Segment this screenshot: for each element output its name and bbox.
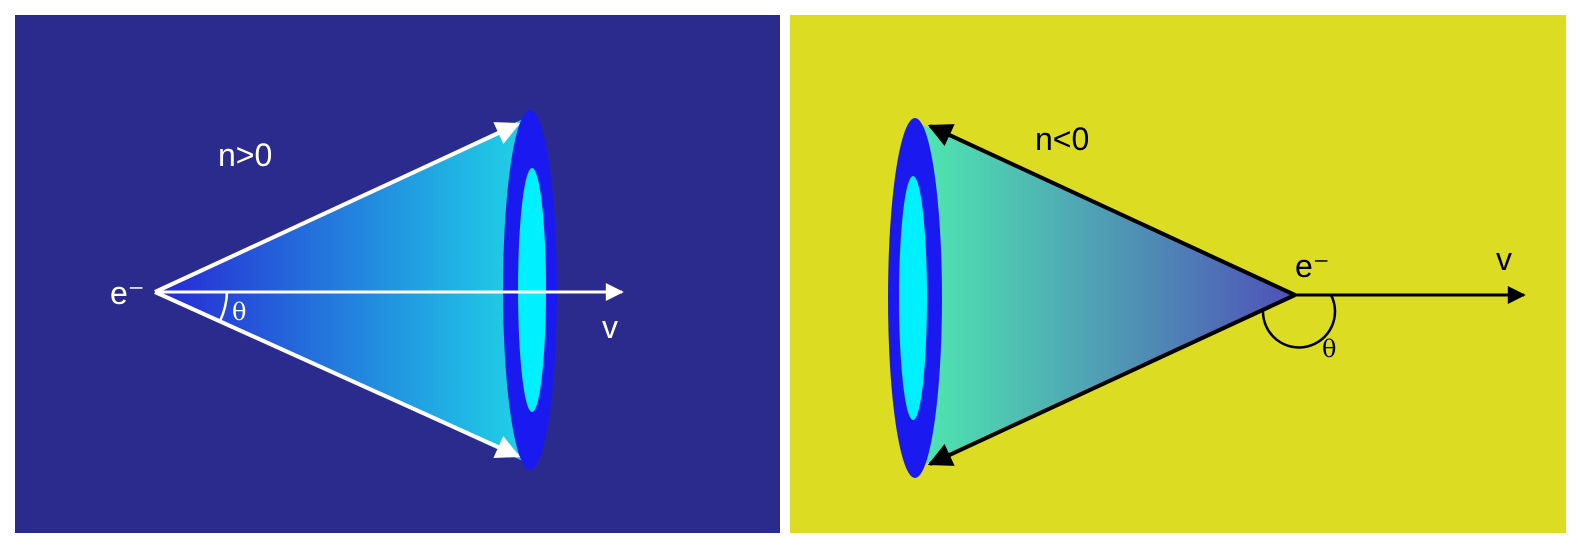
left-angle-label: θ bbox=[232, 298, 246, 326]
right-panel: n<0 e⁻ v θ bbox=[790, 15, 1566, 533]
left-velocity-label: v bbox=[602, 309, 618, 345]
left-angle-arc bbox=[218, 291, 229, 322]
right-cone bbox=[920, 124, 1295, 466]
left-index-label: n>0 bbox=[218, 137, 272, 173]
right-cone-lower-arrow bbox=[927, 293, 1296, 466]
left-panel: n>0 e⁻ v θ bbox=[15, 15, 780, 533]
right-velocity-label: v bbox=[1496, 241, 1512, 277]
left-ring-inner bbox=[518, 168, 546, 412]
left-cone bbox=[155, 118, 525, 462]
right-charge-label: e⁻ bbox=[1295, 248, 1330, 284]
right-index-label: n<0 bbox=[1035, 121, 1089, 157]
right-angle-label: θ bbox=[1322, 335, 1336, 363]
right-cone-upper-arrow bbox=[927, 124, 1296, 297]
right-ring-inner bbox=[899, 176, 927, 420]
right-angle-arc bbox=[1261, 294, 1337, 349]
left-cone-upper-arrow bbox=[154, 122, 521, 294]
left-cone-lower-arrow bbox=[154, 290, 521, 459]
left-charge-label: e⁻ bbox=[110, 275, 145, 311]
